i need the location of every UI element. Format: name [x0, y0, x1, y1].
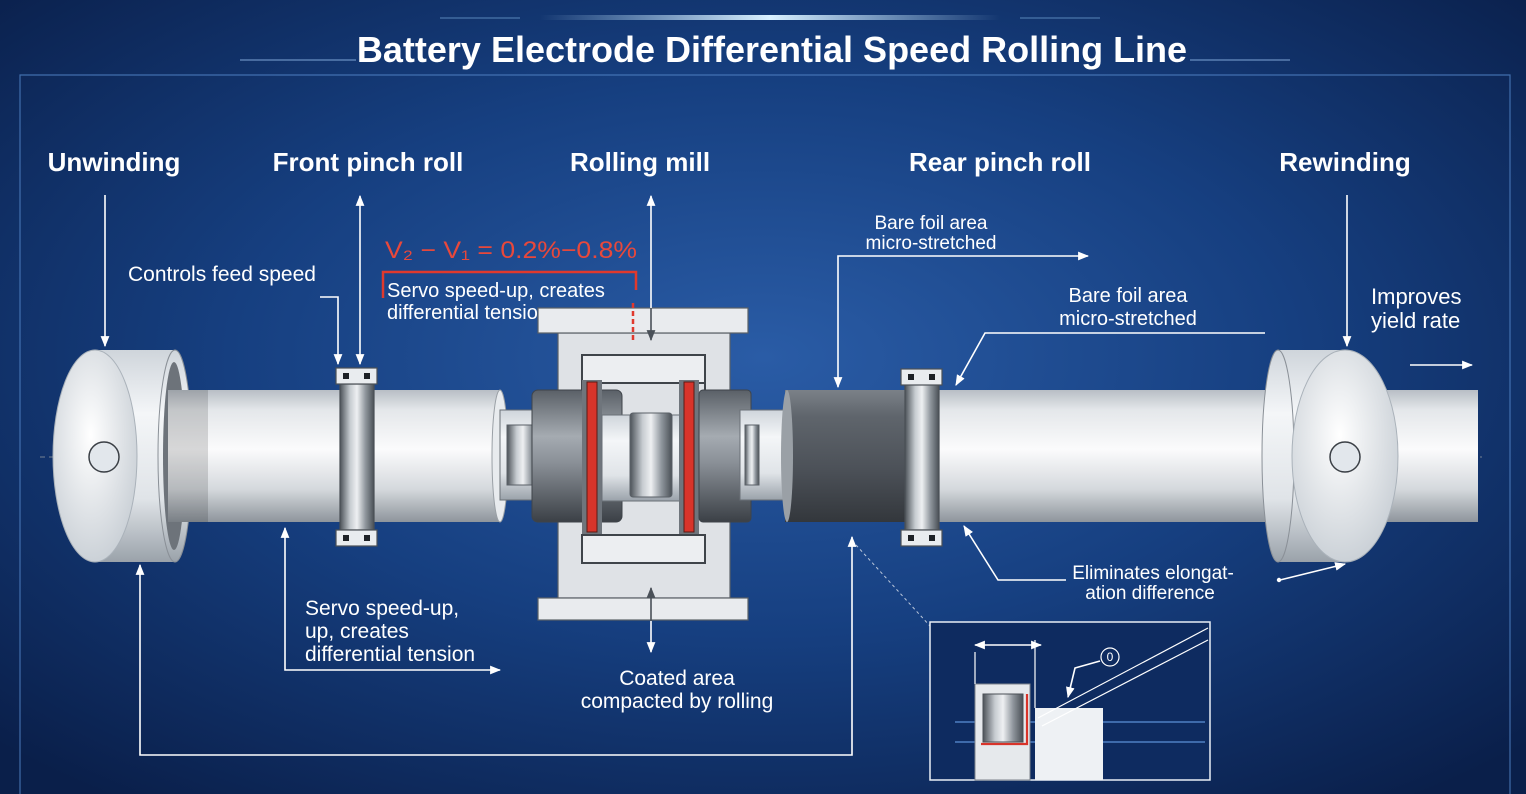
bare-foil-lower-line-2: micro-stretched [1059, 308, 1197, 330]
inset-strip-block [1035, 708, 1103, 780]
annotations: Controls feed speed Bare foil area micro… [128, 213, 1461, 713]
front-pinch-roll [335, 367, 378, 547]
rear-pinch-top-bracket [900, 368, 943, 386]
elongation-pointer-arrow [963, 525, 1066, 581]
mill-housing-top-plate [537, 307, 749, 334]
servo-note-upper-line-2: differential tension [387, 302, 549, 324]
content-frame [19, 74, 1511, 794]
feed-speed-pointer-arrow [320, 296, 343, 366]
mill-housing-bottom-plate [537, 597, 749, 621]
foil-strip-right [937, 390, 1292, 522]
front-pinch-bottom-bracket [335, 529, 378, 547]
servo-note-upper: Servo speed-up, creates differential ten… [387, 280, 605, 324]
bolt-icon [908, 535, 914, 541]
inset-slope-line-lower [1041, 639, 1209, 727]
inset-roller-red-edge [981, 694, 1029, 746]
yield-note-line-1: Improves [1371, 284, 1461, 309]
bolt-icon [364, 373, 370, 379]
feed-speed-note: Controls feed speed [128, 263, 316, 286]
inset-marker-circle [1100, 647, 1120, 667]
stage-label-rewinding: Rewinding [1279, 147, 1410, 177]
stage-label-front-pinch-roll: Front pinch roll [273, 147, 464, 177]
mill-right-guide-core [744, 424, 760, 486]
elongation-note-line-1: Eliminates elongat- [1072, 563, 1234, 584]
elongation-note-line-2: ation difference [1085, 583, 1215, 604]
bare-foil-upper-line-2: micro-stretched [866, 233, 997, 254]
bolt-icon [343, 535, 349, 541]
bolt-icon [929, 374, 935, 380]
inset-marker-arrow [1066, 660, 1101, 699]
connector-arrows [100, 194, 1474, 756]
servo-note-lower-line-1: Servo speed-up, [305, 597, 459, 620]
mill-lower-chock [581, 534, 706, 564]
feedback-loop-arrow [135, 535, 857, 756]
coated-area-line-1: Coated area [619, 667, 735, 690]
rewinding-roll-hub [1329, 441, 1361, 473]
header-decoration [19, 15, 1511, 794]
bare-foil-lower-line-1: Bare foil area [1069, 285, 1189, 307]
rear-pinch-bottom-bracket [900, 529, 943, 547]
stage-label-unwinding: Unwinding [48, 147, 181, 177]
foil-strip-left [168, 390, 500, 522]
elongation-secondary-arrow [1279, 562, 1347, 581]
servo-note-upper-line-1: Servo speed-up, creates [387, 280, 605, 302]
servo-note-lower-line-2: up, creates [305, 620, 409, 643]
bare-foil-upper-pointer-arrow [833, 251, 1090, 389]
detail-inset: 0 [929, 621, 1211, 781]
inset-roller [982, 693, 1024, 743]
foil-strip-rolled [785, 390, 905, 522]
mill-left-red-band [586, 381, 598, 533]
coated-area-line-2: compacted by rolling [581, 690, 774, 713]
stage-label-rear-pinch-roll: Rear pinch roll [909, 147, 1091, 177]
mill-right-red-band [683, 381, 695, 533]
rewinding-roll [1261, 349, 1399, 563]
servo-note-lower-line-3: differential tension [305, 643, 475, 666]
bolt-icon [343, 373, 349, 379]
inset-slope-line-upper [1037, 627, 1209, 719]
front-pinch-top-bracket [335, 367, 378, 385]
inset-marker-label: 0 [1107, 650, 1114, 664]
rear-pinch-roller [904, 383, 940, 531]
servo-lower-pointer-arrow [280, 526, 502, 675]
top-glow-line [540, 15, 1000, 20]
incoming-foil-strip [168, 389, 509, 523]
foil-strip-shadow [168, 390, 208, 522]
stage-labels: Unwinding Front pinch roll Rolling mill … [48, 147, 1411, 177]
rear-pinch-roll [900, 368, 943, 547]
foil-strip-output [1385, 390, 1478, 522]
bolt-icon [929, 535, 935, 541]
inset-leader-line [855, 544, 931, 627]
speed-difference-callout: V₂ − V₁ = 0.2%−0.8% [381, 237, 638, 343]
bare-foil-upper-line-1: Bare foil area [874, 213, 987, 234]
elongation-arrow-dot [1276, 577, 1282, 583]
bare-foil-lower-pointer-arrow [955, 332, 1265, 386]
speed-difference-formula: V₂ − V₁ = 0.2%−0.8% [385, 237, 637, 264]
bolt-icon [364, 535, 370, 541]
stage-label-rolling-mill: Rolling mill [570, 147, 710, 177]
diagram-title: Battery Electrode Differential Speed Rol… [357, 29, 1187, 70]
rolled-foil-strip [781, 390, 905, 522]
unwinding-roll-hub [88, 441, 120, 473]
speed-difference-bracket [381, 270, 638, 298]
mill-center-block [629, 412, 673, 498]
mill-upper-chock [581, 354, 706, 384]
foil-strip-rolled-end [781, 390, 793, 522]
front-pinch-roller [339, 383, 375, 531]
rewinding-roll-rim [1261, 349, 1295, 563]
bolt-icon [908, 374, 914, 380]
yield-note-line-2: yield rate [1371, 308, 1460, 333]
